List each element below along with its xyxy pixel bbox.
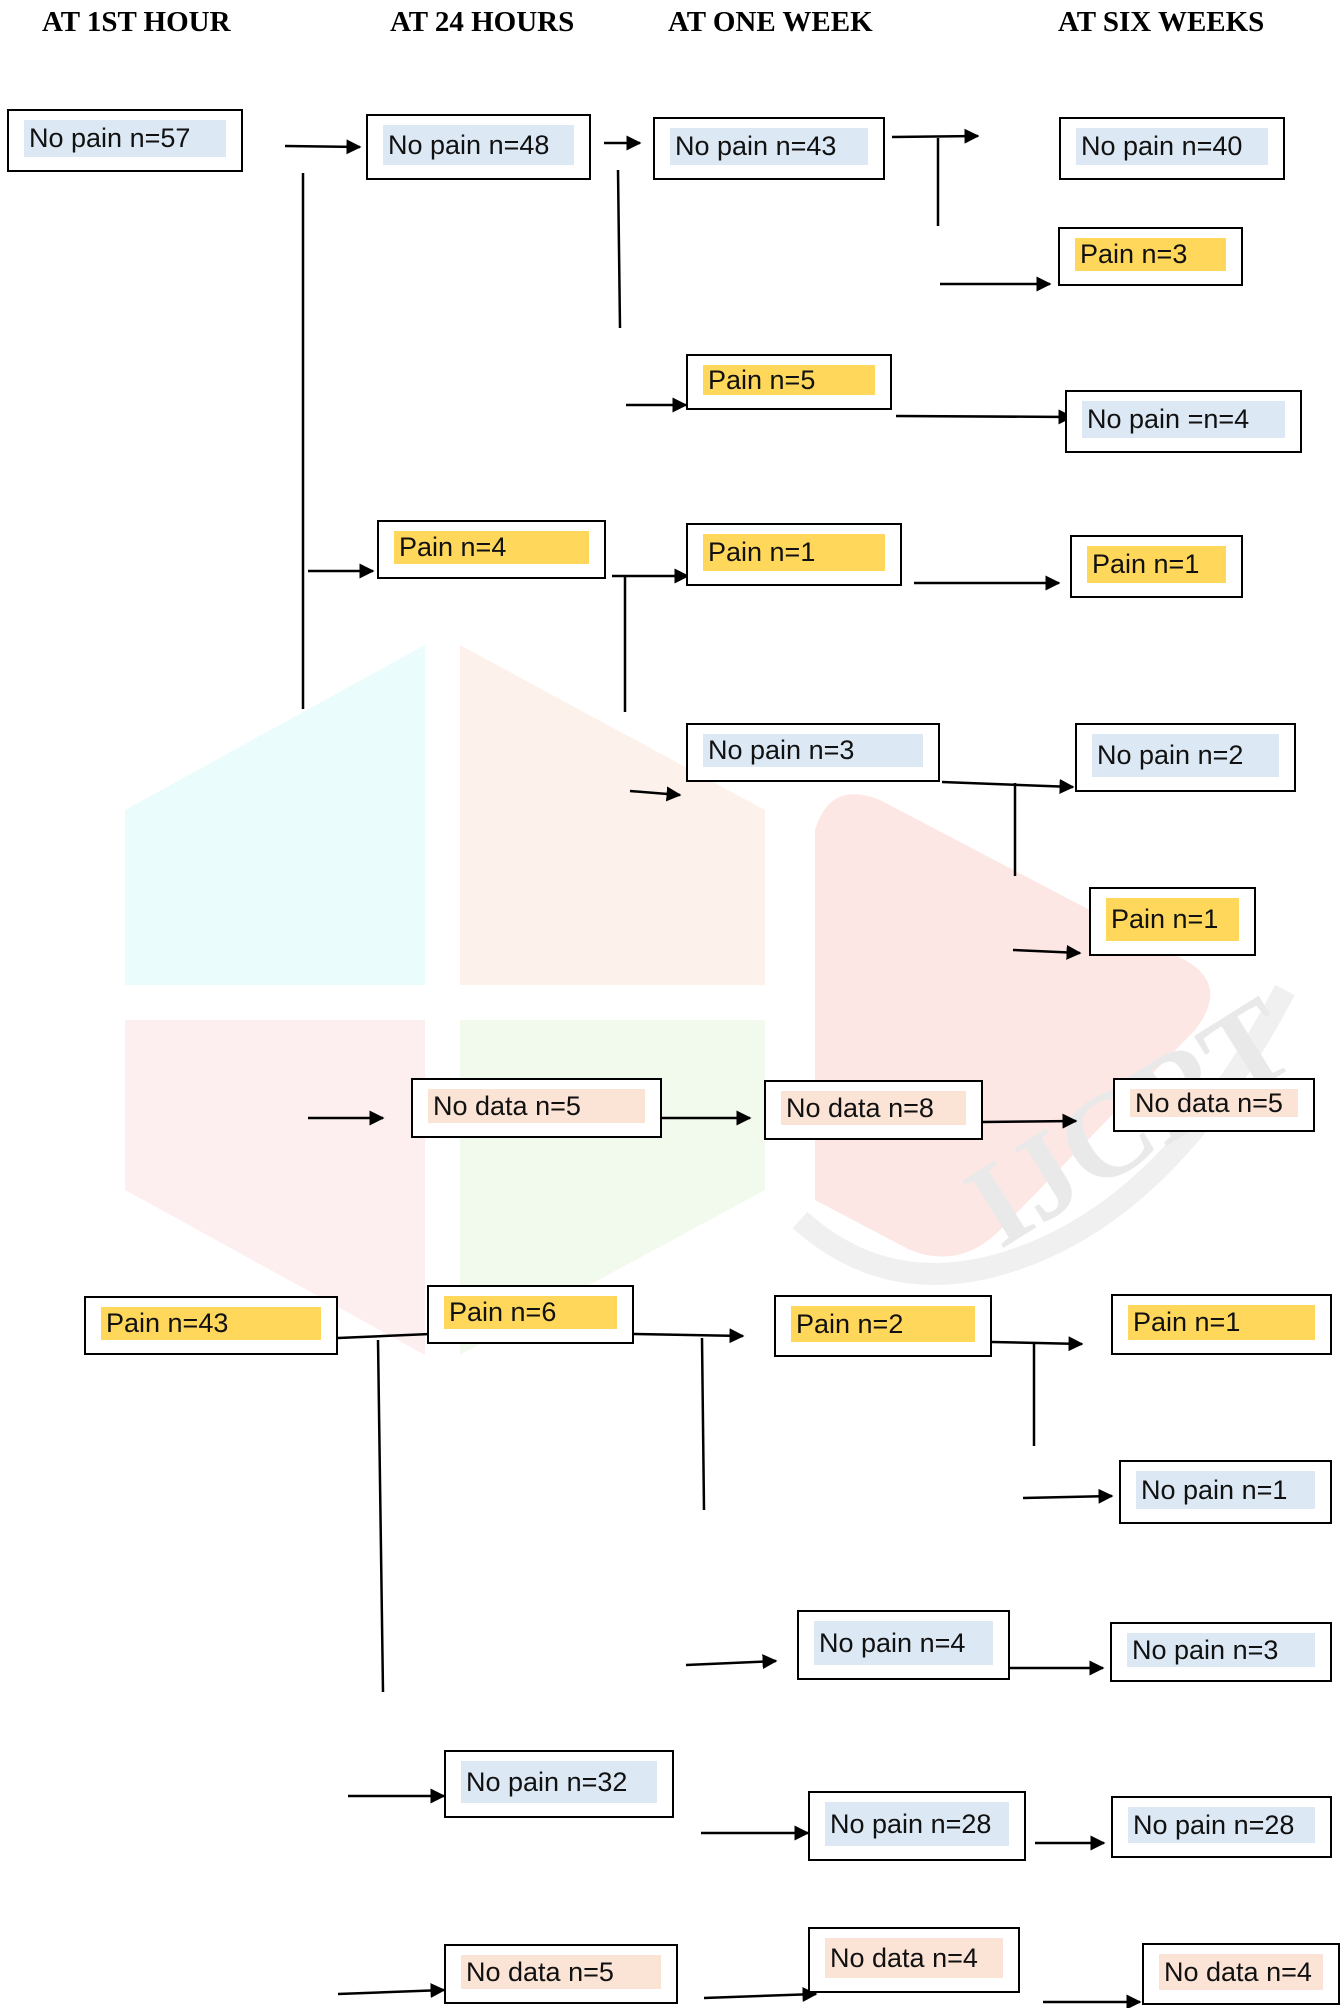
node-label: Pain n=3 bbox=[1075, 238, 1226, 271]
node-label: No pain n=3 bbox=[703, 734, 923, 767]
trunk-line bbox=[376, 1339, 385, 1693]
node-pain-43: Pain n=43 bbox=[84, 1296, 338, 1355]
node-pain-1-six-c: Pain n=1 bbox=[1111, 1294, 1332, 1355]
arrow bbox=[629, 786, 682, 802]
arrow bbox=[1022, 1488, 1114, 1504]
node-pain-1-six: Pain n=1 bbox=[1070, 535, 1243, 598]
node-no-pain-32: No pain n=32 bbox=[444, 1750, 674, 1818]
node-label: No pain n=28 bbox=[825, 1802, 1009, 1846]
node-no-pain-4: No pain n=4 bbox=[797, 1610, 1010, 1680]
node-no-pain-57: No pain n=57 bbox=[7, 109, 243, 172]
node-pain-2: Pain n=2 bbox=[774, 1295, 992, 1357]
node-label: No pain n=1 bbox=[1136, 1471, 1315, 1509]
node-label: Pain n=2 bbox=[791, 1306, 975, 1342]
node-label: No pain n=3 bbox=[1127, 1633, 1315, 1667]
node-no-data-4: No data n=4 bbox=[808, 1927, 1020, 1993]
header-six-weeks: AT SIX WEEKS bbox=[1058, 6, 1265, 38]
node-no-pain-3: No pain n=3 bbox=[686, 723, 940, 782]
trunk-line bbox=[700, 1337, 706, 1511]
arrow bbox=[941, 778, 1075, 794]
node-label: Pain n=5 bbox=[703, 365, 875, 395]
node-label: Pain n=1 bbox=[1128, 1305, 1315, 1340]
arrow bbox=[685, 1654, 778, 1670]
header-24-hours: AT 24 HOURS bbox=[390, 6, 575, 38]
node-label: Pain n=1 bbox=[1106, 898, 1239, 941]
node-pain-6: Pain n=6 bbox=[427, 1285, 634, 1344]
node-no-pain-2: No pain n=2 bbox=[1075, 723, 1296, 792]
arrow bbox=[895, 409, 1074, 425]
arrow bbox=[891, 128, 980, 144]
header-one-week: AT ONE WEEK bbox=[668, 6, 873, 38]
node-label: No pain n=57 bbox=[24, 120, 226, 157]
trunk-line bbox=[616, 169, 622, 329]
arrow bbox=[284, 139, 362, 155]
node-label: No data n=5 bbox=[428, 1089, 645, 1123]
node-pain-4: Pain n=4 bbox=[377, 520, 606, 579]
node-no-pain-28-six: No pain n=28 bbox=[1111, 1796, 1332, 1858]
node-label: No data n=4 bbox=[1159, 1954, 1323, 1990]
arrow bbox=[337, 1983, 446, 1999]
node-no-pain-4-six: No pain =n=4 bbox=[1065, 390, 1302, 453]
arrow bbox=[982, 1113, 1078, 1129]
node-label: Pain n=43 bbox=[101, 1307, 321, 1340]
node-label: No pain =n=4 bbox=[1082, 401, 1285, 438]
node-label: No pain n=4 bbox=[814, 1621, 993, 1665]
node-no-pain-48: No pain n=48 bbox=[366, 114, 591, 180]
node-pain-3: Pain n=3 bbox=[1058, 227, 1243, 286]
node-label: Pain n=1 bbox=[1087, 546, 1226, 583]
node-pain-1: Pain n=1 bbox=[686, 523, 902, 586]
node-pain-5: Pain n=5 bbox=[686, 354, 892, 410]
node-label: No pain n=48 bbox=[383, 125, 574, 165]
node-no-data-8: No data n=8 bbox=[764, 1080, 983, 1140]
node-label: No pain n=28 bbox=[1128, 1807, 1315, 1843]
arrow bbox=[991, 1336, 1084, 1352]
connector bbox=[337, 1332, 431, 1340]
node-label: No pain n=40 bbox=[1076, 128, 1268, 165]
node-no-data-4-six: No data n=4 bbox=[1142, 1943, 1340, 2005]
arrow bbox=[1012, 944, 1082, 960]
node-no-pain-43: No pain n=43 bbox=[653, 117, 885, 180]
node-label: No data n=5 bbox=[461, 1955, 661, 1989]
node-no-data-5-six: No data n=5 bbox=[1113, 1078, 1315, 1132]
node-label: Pain n=6 bbox=[444, 1296, 617, 1329]
node-label: No pain n=32 bbox=[461, 1761, 657, 1803]
node-no-pain-28: No pain n=28 bbox=[808, 1791, 1026, 1861]
node-no-data-5: No data n=5 bbox=[411, 1078, 662, 1138]
node-label: Pain n=1 bbox=[703, 534, 885, 571]
node-label: No pain n=43 bbox=[670, 128, 868, 165]
node-no-pain-40: No pain n=40 bbox=[1059, 117, 1285, 180]
arrow bbox=[703, 1986, 818, 2002]
node-no-pain-3-six: No pain n=3 bbox=[1110, 1622, 1332, 1682]
node-no-data-5-b: No data n=5 bbox=[444, 1944, 678, 2004]
node-no-pain-1: No pain n=1 bbox=[1119, 1460, 1332, 1524]
header-1st-hour: AT 1ST HOUR bbox=[42, 6, 231, 38]
node-label: No data n=4 bbox=[825, 1938, 1003, 1978]
node-pain-1-six-b: Pain n=1 bbox=[1089, 887, 1256, 956]
node-label: Pain n=4 bbox=[394, 531, 589, 564]
arrow bbox=[633, 1328, 745, 1344]
node-label: No data n=5 bbox=[1130, 1088, 1298, 1118]
node-label: No data n=8 bbox=[781, 1091, 966, 1125]
node-label: No pain n=2 bbox=[1092, 734, 1279, 777]
